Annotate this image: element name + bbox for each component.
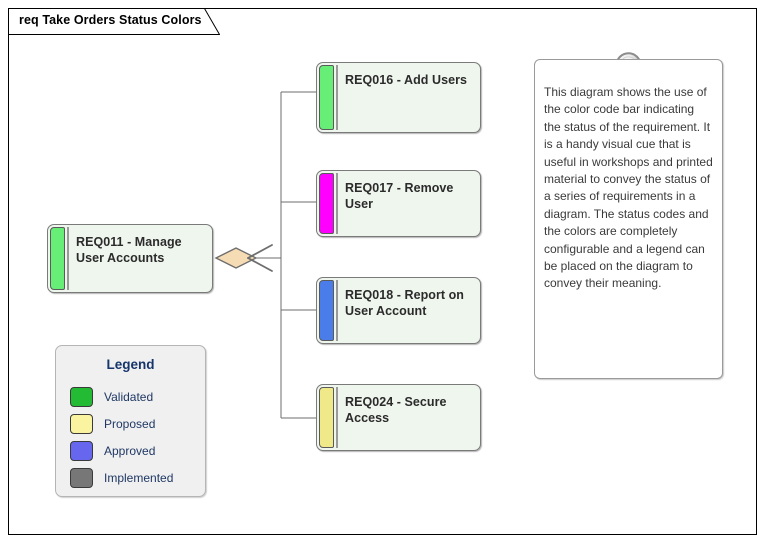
requirement-label: REQ011 - Manage User Accounts [76, 235, 182, 265]
requirement-req017[interactable]: REQ017 - Remove User [316, 170, 481, 237]
legend-swatch-validated [70, 386, 93, 407]
legend-swatch-implemented [70, 467, 93, 488]
status-bar-separator [336, 65, 338, 130]
legend-item-validated: Validated [70, 383, 199, 410]
requirement-req024[interactable]: REQ024 - Secure Access [316, 384, 481, 451]
requirement-label: REQ018 - Report on User Account [345, 288, 464, 318]
status-bar-separator [336, 173, 338, 234]
legend-panel[interactable]: Legend Validated Proposed Approved Imple… [55, 345, 206, 497]
status-color-bar [319, 65, 334, 130]
page-title: req Take Orders Status Colors [19, 13, 202, 27]
status-bar-separator [336, 387, 338, 448]
legend-item-proposed: Proposed [70, 410, 199, 437]
status-color-bar [50, 227, 65, 290]
requirement-req016[interactable]: REQ016 - Add Users [316, 62, 481, 133]
requirement-req018[interactable]: REQ018 - Report on User Account [316, 277, 481, 344]
status-bar-separator [336, 280, 338, 341]
legend-label-approved: Approved [104, 443, 156, 458]
status-color-bar [319, 173, 334, 234]
legend-label-validated: Validated [104, 389, 154, 404]
status-bar-separator [67, 227, 69, 290]
status-color-bar [319, 280, 334, 341]
requirement-label: REQ017 - Remove User [345, 181, 454, 211]
legend-item-approved: Approved [70, 437, 199, 464]
legend-rows: Validated Proposed Approved Implemented [70, 383, 199, 491]
requirement-label: REQ024 - Secure Access [345, 395, 447, 425]
status-color-bar [319, 387, 334, 448]
requirement-label: REQ016 - Add Users [345, 73, 468, 87]
legend-title: Legend [106, 357, 155, 372]
note-text: This diagram shows the use of the color … [544, 85, 713, 291]
legend-swatch-approved [70, 440, 93, 461]
legend-label-proposed: Proposed [104, 416, 156, 431]
legend-label-implemented: Implemented [104, 470, 174, 485]
legend-item-implemented: Implemented [70, 464, 199, 491]
diagram-note[interactable]: This diagram shows the use of the color … [534, 59, 723, 379]
title-tab-shape [8, 8, 220, 35]
legend-swatch-proposed [70, 413, 93, 434]
requirement-req011[interactable]: REQ011 - Manage User Accounts [47, 224, 213, 293]
diagram-title-tab[interactable] [8, 8, 220, 35]
